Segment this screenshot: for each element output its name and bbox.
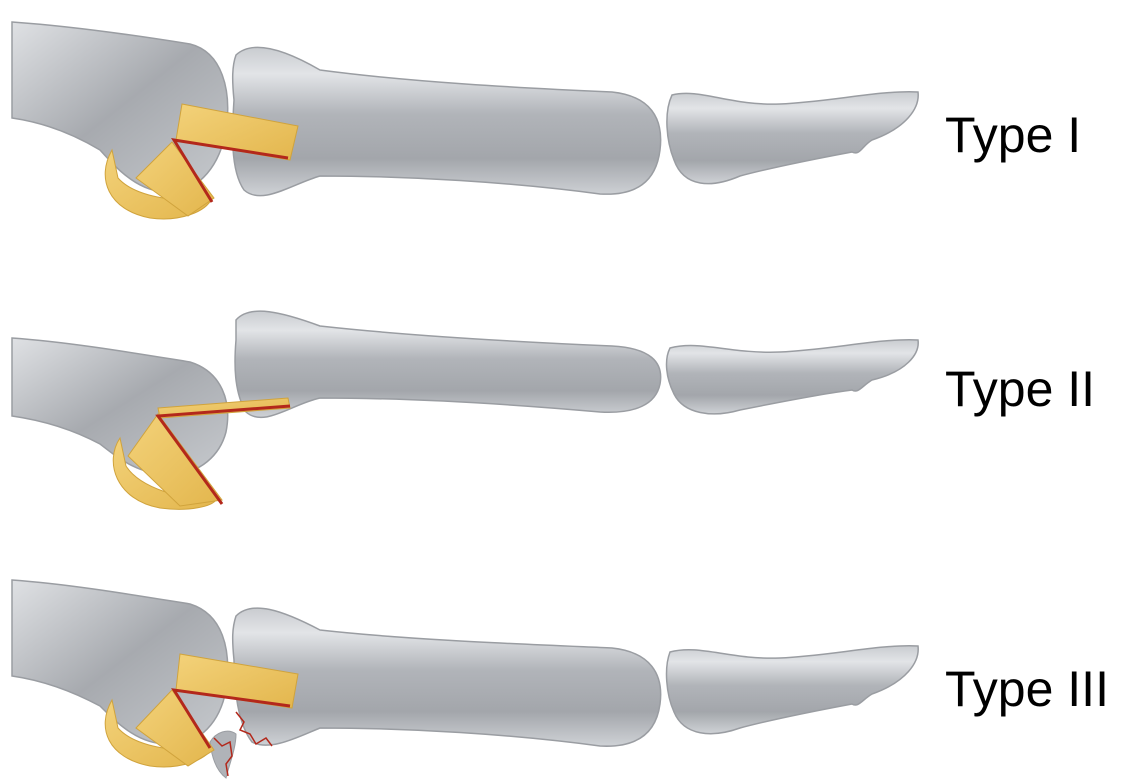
panel-type-1	[12, 22, 918, 219]
proximal-phalanx-bone	[233, 47, 661, 195]
type-1-label: Type I	[945, 110, 1081, 160]
panel-type-3	[12, 580, 918, 778]
panel-type-2	[12, 311, 918, 509]
middle-phalanx-bone	[667, 340, 919, 414]
type-3-label: Type III	[945, 664, 1109, 714]
type-2-label: Type II	[945, 364, 1095, 414]
middle-phalanx-bone	[667, 646, 919, 734]
middle-phalanx-bone	[667, 92, 918, 184]
proximal-phalanx-bone	[235, 311, 661, 417]
